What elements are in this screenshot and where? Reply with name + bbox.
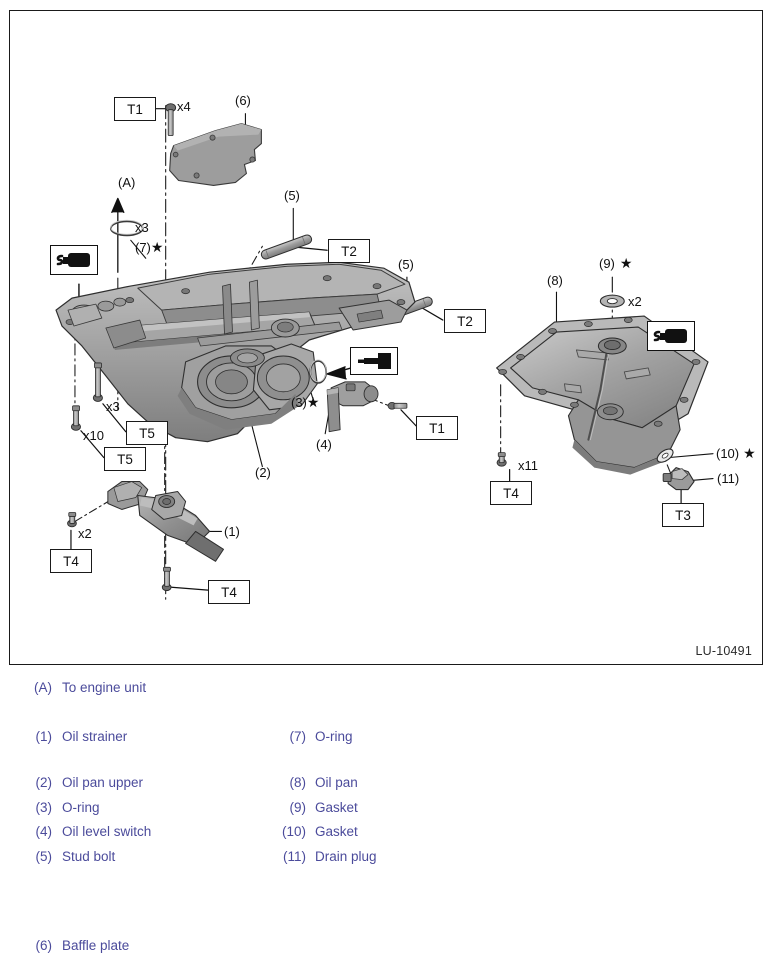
legend-num: (8) — [289, 775, 307, 790]
callout-7-label: (7) — [135, 240, 151, 255]
legend-item-3: (3) O-ring — [0, 800, 100, 815]
legend-num: (9) — [289, 800, 307, 815]
callout-a: (A) — [118, 175, 136, 190]
figure-code: LU-10491 — [695, 644, 752, 658]
oil-applicator-icon-left — [50, 245, 98, 275]
legend-note-a: (A) To engine unit — [0, 680, 146, 695]
legend-label: O-ring — [315, 729, 353, 744]
torque-box-t4-oilpan[interactable]: T4 — [490, 481, 532, 505]
legend-num: (11) — [282, 849, 306, 864]
qty-t5-upper: x3 — [106, 399, 120, 414]
legend-item-6: (6) Baffle plate — [0, 938, 130, 953]
torque-box-t2-lower[interactable]: T2 — [444, 309, 486, 333]
legend-num: (4) — [35, 824, 53, 839]
legend-item-7: (7) O-ring — [268, 729, 353, 744]
callout-10: (10)★ — [716, 446, 756, 461]
legend-item-1: (1) Oil strainer — [0, 729, 128, 744]
torque-box-t4-center[interactable]: T4 — [208, 580, 250, 604]
legend-label: Oil strainer — [62, 729, 128, 744]
legend-num: (2) — [35, 775, 53, 790]
qty-strainer-bolts: x2 — [78, 526, 92, 541]
qty-t5-lower: x10 — [83, 428, 104, 443]
legend-label: Stud bolt — [62, 849, 116, 864]
torque-box-t4-left[interactable]: T4 — [50, 549, 92, 573]
star-icon: ★ — [306, 394, 320, 410]
callout-5-upper: (5) — [284, 188, 300, 203]
callout-8: (8) — [547, 273, 563, 288]
callout-3-label: (3) — [291, 395, 307, 410]
callout-1: (1) — [224, 524, 240, 539]
callout-11: (11) — [717, 471, 740, 486]
legend-item-4: (4) Oil level switch — [0, 824, 152, 839]
parts-legend: (A) To engine unit (1) Oil strainer (2) … — [0, 672, 773, 962]
legend-label: Gasket — [315, 824, 358, 839]
legend-label: O-ring — [62, 800, 100, 815]
legend-item-2: (2) Oil pan upper — [0, 775, 144, 790]
star-icon: ★ — [743, 445, 756, 461]
legend-item-9: (9) Gasket — [268, 800, 358, 815]
oil-applicator-icon-right — [647, 321, 695, 351]
legend-num: (5) — [35, 849, 53, 864]
callout-4: (4) — [316, 437, 332, 452]
torque-box-t5-upper[interactable]: T5 — [126, 421, 168, 445]
legend-num: (10) — [281, 824, 306, 839]
qty-oring-a: x3 — [135, 220, 149, 235]
legend-label: Oil pan — [315, 775, 358, 790]
callout-6: (6) — [235, 93, 251, 108]
oil-bottle-icon — [56, 253, 90, 267]
legend-item-10: (10) Gasket — [268, 824, 358, 839]
legend-label: Drain plug — [315, 849, 377, 864]
oil-bottle-icon — [653, 329, 687, 343]
legend-num: (7) — [289, 729, 307, 744]
qty-baffle-bolts: x4 — [177, 99, 191, 114]
legend-label: To engine unit — [62, 680, 147, 695]
sealant-tube-icon — [358, 353, 391, 369]
torque-box-t5-lower[interactable]: T5 — [104, 447, 146, 471]
sealant-applicator-icon — [350, 347, 398, 375]
legend-label: Oil pan upper — [62, 775, 144, 790]
legend-label: Baffle plate — [62, 938, 130, 953]
callout-7: (7)★ — [135, 240, 163, 255]
callout-10-label: (10) — [716, 446, 740, 461]
exploded-parts-illustration — [55, 103, 714, 600]
legend-item-11: (11) Drain plug — [268, 849, 377, 864]
qty-pan-bolts: x11 — [518, 458, 538, 473]
legend-item-5: (5) Stud bolt — [0, 849, 116, 864]
callout-9: (9) ★ — [599, 256, 632, 271]
legend-item-8: (8) Oil pan — [268, 775, 358, 790]
callout-3: (3)★ — [291, 395, 319, 410]
star-icon: ★ — [150, 239, 164, 255]
legend-num: (6) — [35, 938, 53, 953]
torque-box-t3-drain-plug[interactable]: T3 — [662, 503, 704, 527]
legend-num: (1) — [35, 729, 53, 744]
qty-gasket-9: x2 — [628, 294, 642, 309]
legend-num: (3) — [35, 800, 53, 815]
callout-2: (2) — [255, 465, 271, 480]
legend-label: Oil level switch — [62, 824, 152, 839]
torque-box-t1-right[interactable]: T1 — [416, 416, 458, 440]
callout-9-label: (9) — [599, 256, 615, 271]
torque-box-t2-upper[interactable]: T2 — [328, 239, 370, 263]
callout-5-lower: (5) — [398, 257, 414, 272]
star-icon: ★ — [619, 255, 633, 271]
torque-box-t1-top[interactable]: T1 — [114, 97, 156, 121]
legend-num: (A) — [34, 680, 52, 695]
diagram-frame: T1 T2 T2 T5 T5 T1 T4 T4 T4 T3 x4 x3 x3 x… — [9, 10, 763, 665]
legend-label: Gasket — [315, 800, 358, 815]
